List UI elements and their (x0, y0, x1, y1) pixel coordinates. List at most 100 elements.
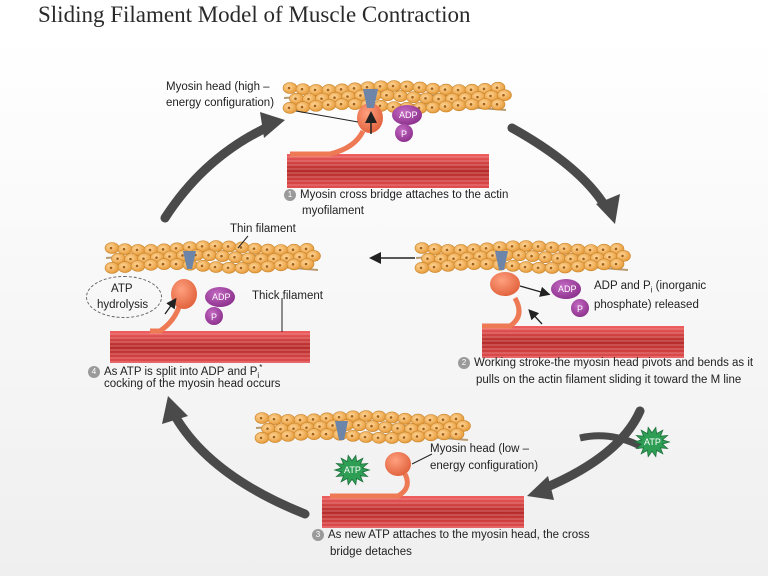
cross-bridge (183, 251, 196, 269)
step3-caption-line2: bridge detaches (330, 546, 412, 558)
actin-bead-dot (491, 254, 494, 257)
actin-bead-dot (200, 264, 204, 268)
actin-bead-dot (168, 255, 171, 258)
actin-bead-dot (337, 415, 341, 419)
myosin-neck (482, 296, 522, 329)
actin-bead-dot (484, 262, 488, 266)
actin-bead-dot (109, 246, 113, 250)
atp-hydrolysis-label-line1: ATP (111, 283, 133, 295)
actin-bead-dot (155, 256, 158, 259)
actin-bead-dot (252, 266, 256, 269)
pi-molecule (395, 124, 413, 142)
actin-bead-dot (363, 414, 367, 418)
diagram-title: Sliding Filament Model of Muscle Contrac… (38, 2, 471, 27)
actin-bead-dot (285, 418, 289, 422)
step1-caption-text: Myosin cross bridge attaches to the acti… (300, 189, 509, 201)
step3-caption-text: As new ATP attaches to the myosin head, … (328, 529, 590, 541)
actin-bead-dot (445, 248, 449, 252)
actin-bead-dot (502, 93, 505, 97)
thin-filament (104, 240, 321, 274)
pi-text: P (211, 312, 217, 322)
actin-bead-dot (298, 418, 302, 422)
actin-bead-dot (339, 102, 343, 106)
cycle-arrow-bottom-left (162, 396, 310, 519)
actin-bead-dot (454, 417, 458, 421)
actin-bead-dot (575, 248, 579, 251)
actin-bead-dot (463, 96, 466, 100)
actin-bead-dot (318, 425, 321, 428)
actin-bead-dot (482, 102, 486, 106)
actin-bead-dot (161, 248, 165, 251)
step4-assembly: ADP P (104, 235, 321, 363)
actin-bead-dot (582, 257, 585, 261)
actin-bead-dot (326, 103, 330, 107)
actin-bead-dot (359, 94, 362, 97)
actin-bead-dot (313, 88, 317, 92)
actin-bead-dot (109, 266, 113, 270)
actin-bead-dot (441, 418, 445, 422)
actin-bead-dot (265, 248, 269, 251)
actin-bead-dot (278, 263, 282, 267)
actin-bead-dot (304, 247, 308, 251)
actin-bead-dot (291, 263, 295, 266)
actin-bead-dot (430, 106, 434, 109)
actin-bead-dot (478, 255, 481, 258)
actin-bead-dot (272, 257, 275, 261)
actin-bead-dot (495, 86, 499, 89)
actin-bead-dot (278, 248, 282, 252)
step-number-badge: 3 (312, 529, 324, 541)
actin-bead-dot (432, 247, 436, 251)
inorganic-text: (inorganic (652, 280, 707, 292)
actin-bead-dot (122, 247, 126, 251)
actin-bead-dot (562, 247, 566, 250)
actin-bead-dot (370, 424, 373, 428)
pi-text: P (577, 304, 583, 314)
adp-pi-released-label-line1: ADP and Pi (inorganic (594, 279, 706, 297)
actin-bead-dot (428, 418, 432, 422)
pivot-arrow (528, 309, 543, 325)
actin-bead-dot (396, 427, 399, 430)
actin-bead-dot (307, 97, 310, 101)
actin-bead-dot (357, 423, 360, 427)
actin-bead-dot (239, 266, 243, 270)
actin-bead-dot (530, 254, 533, 258)
actin-bead-dot (135, 248, 139, 252)
actin-bead-dot (352, 86, 356, 90)
actin-bead-dot (259, 436, 263, 440)
actin-bead-dot (404, 85, 408, 88)
actin-bead-dot (424, 97, 427, 100)
actin-bead-dot (346, 95, 349, 98)
actin-bead-dot (279, 427, 282, 431)
actin-bead-dot (365, 85, 369, 89)
actin-bead-dot (465, 256, 468, 259)
actin-bead-dot (207, 253, 210, 257)
actin-bead-dot (122, 265, 126, 269)
actin-bead-dot (489, 94, 492, 98)
actin-bead-dot (595, 256, 598, 260)
actin-bead-dot (324, 432, 328, 436)
myosin-head-high-label-line1: Myosin head (high – (166, 81, 270, 93)
adp-pi-text: ADP and P (594, 280, 651, 292)
actin-bead-dot (129, 257, 132, 261)
release-arrow (519, 285, 551, 297)
actin-bead-dot (313, 104, 317, 108)
actin-bead-dot (181, 254, 184, 257)
actin-bead-dot (588, 263, 592, 267)
actin-bead-dot (161, 262, 165, 266)
thick-filament-striations (482, 328, 684, 358)
actin-bead-dot (543, 255, 546, 259)
actin-bead-dot (409, 427, 412, 431)
actin-bead-dot (285, 256, 288, 260)
actin-bead-dot (378, 84, 382, 88)
actin-bead-dot (456, 88, 460, 92)
myosin-head (385, 452, 411, 476)
thin-filament (282, 80, 512, 114)
actin-bead-dot (326, 88, 330, 92)
actin-bead-dot (187, 245, 191, 249)
atp-burst-attached (333, 454, 371, 486)
actin-bead-dot (471, 248, 475, 251)
actin-bead-dot (439, 257, 442, 261)
actin-bead-dot (324, 416, 328, 420)
actin-bead-dot (226, 266, 230, 270)
